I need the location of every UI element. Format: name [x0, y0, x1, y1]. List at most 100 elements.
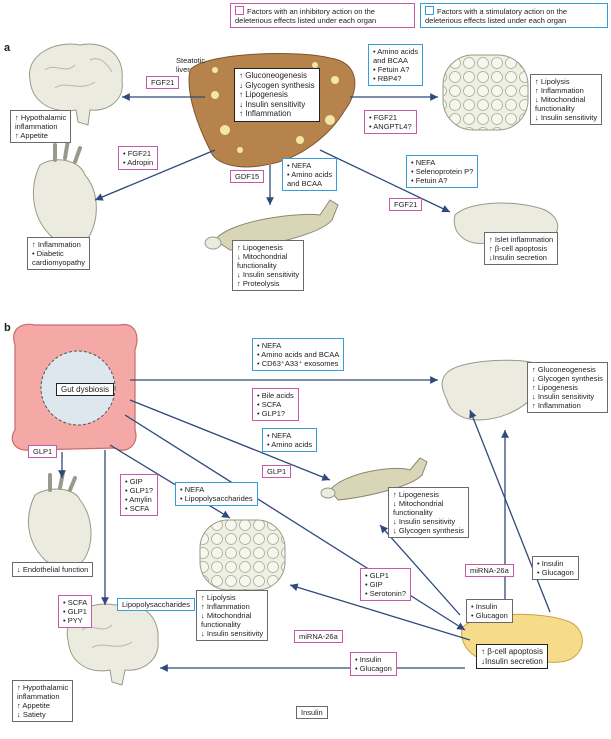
list-line: • Amino acids — [373, 47, 419, 56]
pancreas-b-effects: ↑ β-cell apoptosis↓Insulin secretion — [476, 644, 548, 669]
list-line: ↓ Insulin sensitivity — [393, 517, 456, 526]
list-line: ↓ Glycogen synthesis — [532, 374, 603, 383]
list-line: ↑ Islet inflammation — [489, 235, 554, 244]
panel-b-letter: b — [4, 322, 11, 334]
list-line: ↓ Mitochondrial — [535, 95, 586, 104]
list-line: ↑ Lipogenesis — [239, 90, 288, 99]
liver-b-factors-gray: • Insulin• Glucagon — [532, 556, 579, 580]
list-line: ↓ Mitochondrial — [237, 252, 288, 261]
list-line: ↑ Gluconeogenesis — [239, 71, 308, 80]
list-line: ↑ Inflammation — [201, 602, 250, 611]
list-line: • RBP4? — [373, 74, 402, 83]
liver-b-illustration — [441, 359, 543, 421]
legend-stimulatory-text: Factors with a stimulatory action on the… — [425, 7, 568, 25]
muscle-b-factors-gray: • Insulin• Glucagon — [466, 599, 513, 623]
list-line: ↑ Lipogenesis — [532, 383, 578, 392]
list-line: • NEFA — [180, 485, 205, 494]
list-line: • SCFA — [63, 598, 88, 607]
brain-b-factors: • SCFA• GLP1• PYY — [58, 595, 93, 628]
pancreas-a-factors: • NEFA• Selenoprotein P?• Fetuin A? — [406, 155, 479, 188]
heart-b-illustration — [27, 470, 92, 570]
list-line: • Lipopolysaccharides — [180, 494, 253, 503]
muscle-b-illustration — [320, 457, 428, 501]
heart-a-factors: • FGF21• Adropin — [118, 146, 159, 170]
gut-dysbiosis-label: Gut dysbiosis — [56, 383, 115, 396]
adipose-a-factors-pink: • FGF21• ANGPTL4? — [364, 110, 417, 134]
list-line: ↓ Mitochondrial — [393, 499, 444, 508]
list-line: • FGF21 — [369, 113, 398, 122]
list-line: • NEFA — [411, 158, 436, 167]
list-line: functionality — [201, 620, 241, 629]
list-line: ↑ Proteolysis — [237, 279, 280, 288]
list-line: ↑ Lipolysis — [201, 593, 236, 602]
list-line: ↓ Insulin sensitivity — [532, 392, 595, 401]
list-line: ↑ Hypothalamic — [17, 683, 69, 692]
liver-b-effects: ↑ Gluconeogenesis↓ Glycogen synthesis↑ L… — [527, 362, 608, 413]
list-line: • Insulin — [355, 655, 382, 664]
muscle-b-tag: GLP1 — [262, 465, 292, 478]
panel-a-letter: a — [4, 42, 11, 54]
liver-b-factors-pink: • Bile acids• SCFA• GLP1? — [252, 388, 299, 421]
list-line: • NEFA — [287, 161, 312, 170]
list-line: ↓ Insulin sensitivity — [201, 629, 264, 638]
muscle-b-factors: • NEFA• Amino acids — [262, 428, 318, 452]
list-line: • Amino acids — [267, 440, 313, 449]
stimulatory-swatch — [425, 6, 434, 15]
brain-a-tag: FGF21 — [146, 76, 180, 89]
list-line: • Bile acids — [257, 391, 294, 400]
list-line: • GLP1? — [125, 486, 154, 495]
list-line: inflammation — [15, 122, 58, 131]
inhibitory-swatch — [235, 6, 244, 15]
brain-b-tag: Insulin — [296, 706, 328, 719]
list-line: ↓ Glycogen synthesis — [393, 526, 464, 535]
brain-b-tag-blue: Lipopolysaccharides — [117, 598, 195, 611]
list-line: inflammation — [17, 692, 60, 701]
muscle-b-factors-right: • GLP1• GIP• Serotonin? — [360, 568, 411, 601]
list-line: ↓ Insulin sensitivity — [237, 270, 300, 279]
list-line: ↑ Inflammation — [532, 401, 581, 410]
list-line: ↓ Insulin sensitivity — [239, 99, 306, 109]
list-line: • Amino acids and BCAA — [257, 350, 340, 359]
liver-b-tag: miRNA-26a — [465, 564, 514, 577]
list-line: • GLP1 — [365, 571, 389, 580]
list-line: ↑ β-cell apoptosis — [489, 244, 548, 253]
heart-a-illustration — [32, 138, 97, 247]
list-line: • Serotonin? — [365, 589, 406, 598]
heart-b-tag: GLP1 — [28, 445, 58, 458]
list-line: ↓Insulin secretion — [489, 253, 547, 262]
list-line: • CD63⁺A33⁺ exosomes — [257, 359, 339, 368]
list-line: • NEFA — [267, 431, 292, 440]
list-line: • Insulin — [537, 559, 564, 568]
pancreas-a-effects: ↑ Islet inflammation↑ β-cell apoptosis↓I… — [484, 232, 559, 265]
muscle-a-illustration — [204, 199, 339, 251]
adipose-b-effects: ↑ Lipolysis↑ Inflammation↓ Mitochondrial… — [196, 590, 269, 641]
pancreas-a-tag: FGF21 — [389, 198, 423, 211]
list-line: ↑ Lipolysis — [535, 77, 570, 86]
list-line: • GLP1? — [257, 409, 286, 418]
list-line: • NEFA — [257, 341, 282, 350]
heart-b-effects: ↓ Endothelial function — [12, 562, 94, 577]
list-line: • GIP — [125, 477, 143, 486]
list-line: • Glucagon — [355, 664, 392, 673]
list-line: ↓ Insulin sensitivity — [535, 113, 598, 122]
list-line: • Glucagon — [471, 611, 508, 620]
adipose-a-illustration — [442, 54, 529, 131]
legend-inhibitory-text: Factors with an inhibitory action on the… — [235, 7, 377, 25]
list-line: ↑ Hypothalamic — [15, 113, 67, 122]
list-line: ↑ Appetite — [15, 131, 48, 140]
list-line: functionality — [237, 261, 277, 270]
list-line: and BCAA — [373, 56, 409, 65]
steatotic-liver-label: Steatotic liver — [176, 56, 206, 74]
list-line: ↑ Inflammation — [535, 86, 584, 95]
list-line: ↑ Gluconeogenesis — [532, 365, 596, 374]
list-line: ↑ Inflammation — [32, 240, 81, 249]
muscle-a-tag: GDF15 — [230, 170, 265, 183]
liver-b-factors-blue: • NEFA• Amino acids and BCAA• CD63⁺A33⁺ … — [252, 338, 345, 371]
